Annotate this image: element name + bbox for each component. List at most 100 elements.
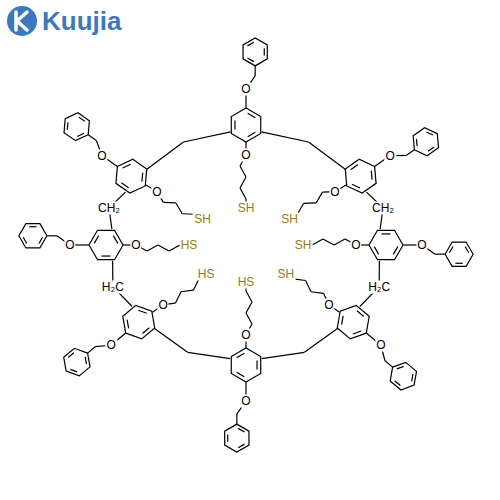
thiol-group: SH [193,212,212,225]
bond [342,316,344,325]
bond [304,328,337,352]
bond [397,366,404,369]
oxygen-atom: O [375,339,386,352]
bond [240,166,246,177]
oxygen-atom: O [151,185,162,198]
bond [416,139,418,146]
bond [316,192,322,203]
bond [382,233,391,234]
thiol-group: HS [237,276,256,289]
benzene-ring [19,224,47,248]
benzene-ring [225,424,249,452]
methylene-group: H₂C [367,280,391,293]
bond [357,311,364,317]
bond [246,291,252,302]
bond [237,353,245,357]
bond [353,331,361,334]
oxygen-atom: O [157,298,168,311]
bond [47,235,57,236]
bond [67,122,69,129]
oxygen-atom: O [96,149,107,162]
bond [406,150,414,156]
bond [29,226,36,227]
methylene-group: CH₂ [97,201,121,214]
benzene-ring [345,159,376,193]
thiol-group: SH [237,202,256,215]
oxygen-atom: O [240,83,251,96]
oxygen-atom: O [240,329,251,342]
oxygen-atom: O [323,298,334,311]
bond [248,132,256,136]
bond [311,292,323,294]
oxygen-atom: O [106,339,117,352]
bond [455,263,462,264]
bond [238,428,244,432]
bond [183,132,230,142]
bond [435,254,445,255]
thiol-group: SH [294,239,313,252]
bond [238,444,244,448]
bond [123,164,131,168]
bond [77,133,84,136]
bond [181,290,193,292]
bond [262,132,309,142]
bond [304,202,317,204]
oxygen-atom: O [64,239,75,252]
bond [88,347,96,353]
bond [94,236,98,244]
bond [127,320,129,329]
bond [385,361,393,367]
bond [236,414,237,424]
oxygen-atom: O [329,185,340,198]
bond [309,142,346,169]
bond [155,328,188,352]
bond [240,177,246,188]
benzene-ring [369,230,403,259]
bond [176,292,181,303]
bond [262,352,305,358]
bond [264,48,265,55]
benzene-ring [231,108,260,142]
bond [395,381,401,386]
bond [306,280,311,291]
oxygen-atom: O [350,239,361,252]
bond [246,302,252,313]
bond [147,142,184,169]
methylene-group: H₂C [101,280,125,293]
oxygen-atom: O [130,239,141,252]
thiol-group: SH [277,267,296,280]
bond [393,247,397,255]
benzene-ring [390,362,416,390]
thiol-group: SH [280,212,299,225]
bond [23,237,27,243]
bond [188,352,231,358]
bond [312,239,323,245]
oxygen-atom: O [240,149,251,162]
benzene-ring [64,348,90,376]
thiol-group: HS [180,239,199,252]
bond [113,236,117,244]
bond [68,353,74,358]
bond [79,117,85,121]
bond [247,42,253,46]
bond [449,246,453,252]
thiol-group: HS [197,267,216,280]
bond [351,165,358,170]
bond [352,184,360,188]
bond [371,171,373,180]
bond [88,135,96,141]
bond [334,239,345,245]
benzene-ring [445,242,473,266]
bond [247,58,253,62]
bond [141,173,143,182]
benzene-ring [243,38,267,66]
benzene-ring [123,305,155,338]
bond [246,313,252,324]
benzene-ring [413,128,438,156]
bond [426,132,433,135]
bond [412,374,413,381]
bond [255,66,256,76]
benzene-ring [64,113,89,141]
bond [147,245,158,251]
benzene-ring [337,305,369,338]
